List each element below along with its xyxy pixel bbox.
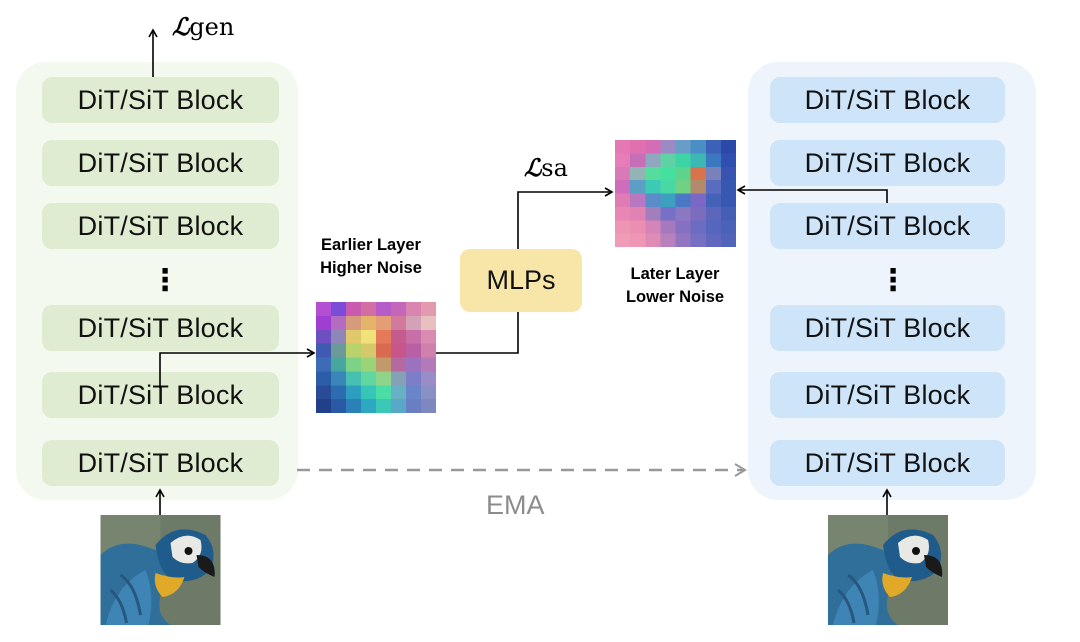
later-feature-map-image [615, 140, 736, 247]
left-block-1: DiT/SiT Block [42, 77, 279, 123]
ema-network-panel [748, 62, 1036, 500]
left-block-4: DiT/SiT Block [42, 305, 279, 351]
ema-label: EMA [486, 490, 545, 520]
mlp-projector: MLPs [460, 249, 582, 312]
earlier-feature-map-image [316, 302, 436, 413]
right-block-2: DiT/SiT Block [770, 140, 1005, 186]
left-block-2: DiT/SiT Block [42, 140, 279, 186]
loss-symbol: ℒ [524, 153, 542, 182]
loss-subscript: gen [189, 13, 235, 41]
left-block-3: DiT/SiT Block [42, 203, 279, 249]
feature-extraction-arrow [159, 348, 316, 388]
right-block-3: DiT/SiT Block [770, 203, 1005, 249]
right-block-5: DiT/SiT Block [770, 372, 1005, 418]
loss-subscript: sa [541, 154, 568, 182]
caption-line-2: Higher Noise [320, 259, 422, 277]
alignment-loss-label: ℒsa [524, 153, 568, 182]
parrot-input-image-left [100, 515, 221, 625]
parrot-input-image-right [828, 515, 948, 625]
earlier-layer-caption: Earlier Layer Higher Noise [296, 234, 446, 280]
feature-to-mlp-line [436, 312, 519, 354]
later-layer-caption: Later Layer Lower Noise [600, 263, 750, 309]
right-block-4: DiT/SiT Block [770, 305, 1005, 351]
caption-line-1: Earlier Layer [321, 236, 421, 254]
caption-line-2: Lower Noise [625, 288, 725, 306]
right-block-1: DiT/SiT Block [770, 77, 1005, 123]
left-block-6: DiT/SiT Block [42, 440, 279, 486]
online-network-panel [16, 62, 298, 500]
right-block-6: DiT/SiT Block [770, 440, 1005, 486]
loss-symbol: ℒ [172, 12, 190, 41]
caption-line-1: Later Layer [630, 265, 720, 283]
target-feature-arrow [736, 185, 888, 203]
mlp-to-target-arrow [517, 187, 614, 249]
generation-loss-label: ℒgen [172, 12, 234, 41]
